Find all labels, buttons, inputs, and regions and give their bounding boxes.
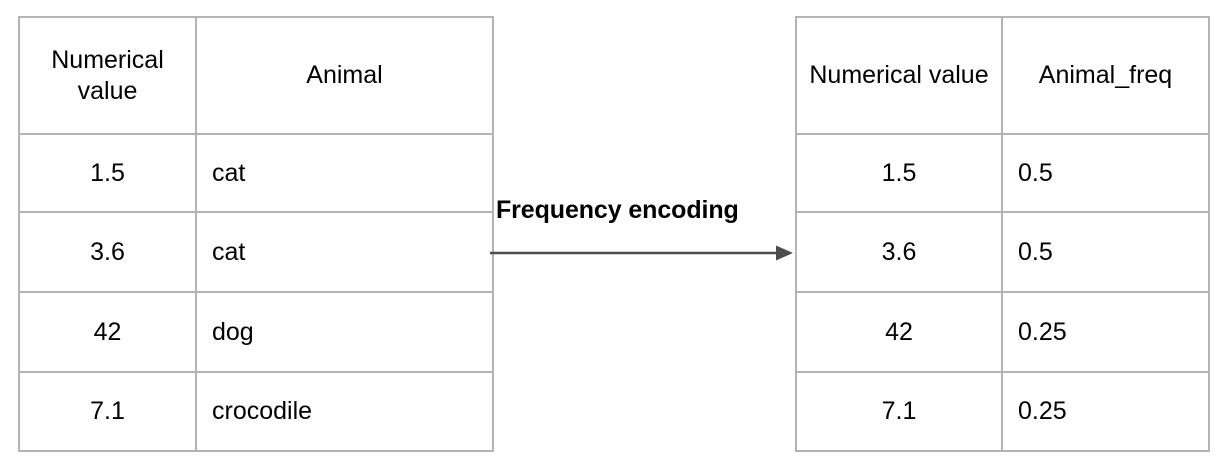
table-row: 3.6 cat: [18, 211, 494, 293]
source-cell-numerical-value: 7.1: [18, 371, 197, 452]
source-cell-animal: dog: [195, 291, 494, 373]
source-table: Numerical value Animal 1.5 cat 3.6 cat 4…: [18, 16, 494, 452]
transformation-label: Frequency encoding: [496, 196, 739, 224]
encoded-cell-animal-freq: 0.25: [1001, 371, 1210, 452]
source-cell-numerical-value: 3.6: [18, 211, 197, 293]
encoded-cell-numerical-value: 7.1: [795, 371, 1003, 452]
source-cell-numerical-value: 42: [18, 291, 197, 373]
source-cell-animal: cat: [195, 133, 494, 213]
source-cell-animal: crocodile: [195, 371, 494, 452]
encoded-cell-animal-freq: 0.25: [1001, 291, 1210, 373]
table-row: 7.1 0.25: [795, 371, 1210, 452]
encoded-header-animal-freq: Animal_freq: [1001, 16, 1210, 135]
table-header-row: Numerical value Animal: [18, 16, 494, 135]
source-header-numerical-value: Numerical value: [18, 16, 197, 135]
transformation-arrow-icon: [490, 245, 793, 261]
table-row: 1.5 cat: [18, 133, 494, 213]
encoded-cell-numerical-value: 42: [795, 291, 1003, 373]
table-row: 7.1 crocodile: [18, 371, 494, 452]
encoded-table: Numerical value Animal_freq 1.5 0.5 3.6 …: [795, 16, 1210, 452]
encoded-cell-numerical-value: 3.6: [795, 211, 1003, 293]
table-row: 42 dog: [18, 291, 494, 373]
source-cell-animal: cat: [195, 211, 494, 293]
table-row: 42 0.25: [795, 291, 1210, 373]
table-row: 1.5 0.5: [795, 133, 1210, 213]
source-header-animal: Animal: [195, 16, 494, 135]
table-header-row: Numerical value Animal_freq: [795, 16, 1210, 135]
source-cell-numerical-value: 1.5: [18, 133, 197, 213]
encoded-header-numerical-value: Numerical value: [795, 16, 1003, 135]
encoded-cell-animal-freq: 0.5: [1001, 211, 1210, 293]
table-row: 3.6 0.5: [795, 211, 1210, 293]
encoded-cell-animal-freq: 0.5: [1001, 133, 1210, 213]
encoded-cell-numerical-value: 1.5: [795, 133, 1003, 213]
